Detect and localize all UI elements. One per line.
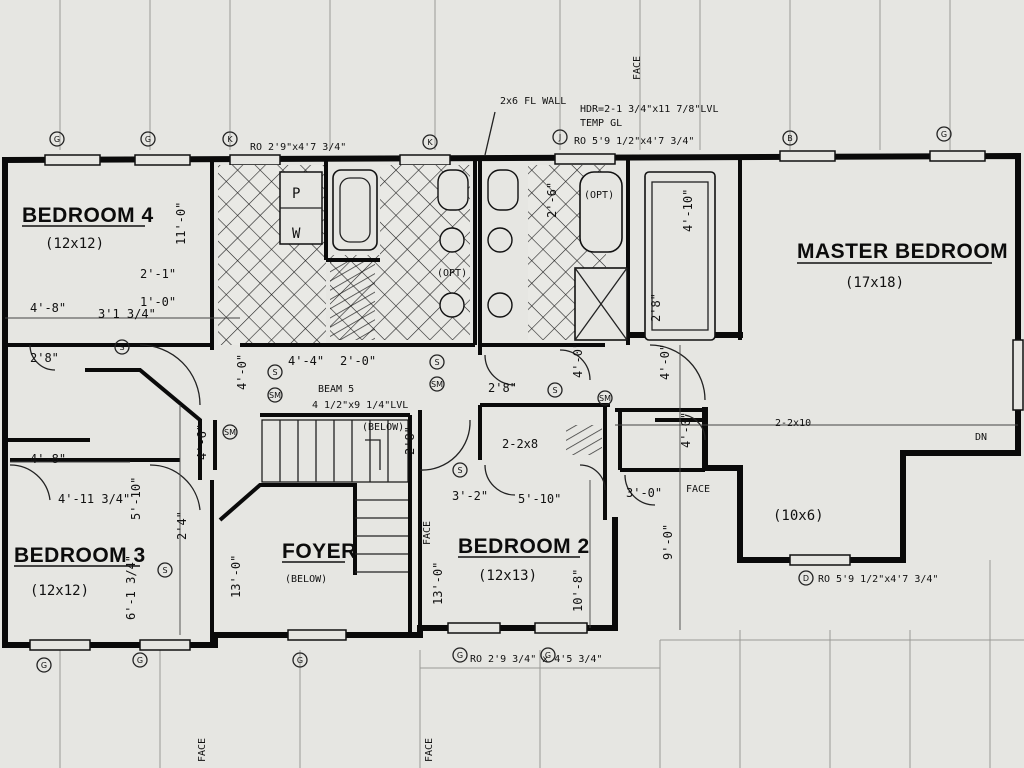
svg-text:S: S	[272, 368, 277, 377]
room-size-foyer: (BELOW)	[285, 574, 327, 585]
svg-text:S: S	[119, 343, 124, 352]
svg-text:1'-0": 1'-0"	[140, 295, 176, 309]
svg-text:4'-8": 4'-8"	[30, 452, 66, 466]
svg-text:4'-0": 4'-0"	[679, 412, 693, 448]
svg-text:5'-10": 5'-10"	[518, 492, 561, 506]
svg-text:2'-1": 2'-1"	[140, 267, 176, 281]
room-name-bedroom-4: BEDROOM 4	[22, 204, 154, 227]
staircase	[261, 419, 409, 573]
svg-text:4'-8": 4'-8"	[30, 301, 66, 315]
fixture-labels: P W (OPT) (OPT)	[292, 186, 614, 279]
svg-text:S: S	[457, 466, 462, 475]
room-name-master-bedroom: MASTER BEDROOM	[797, 240, 1008, 263]
svg-text:2'8": 2'8"	[403, 426, 417, 455]
note-face-3: FACE	[422, 521, 433, 545]
pantry-label: P	[292, 186, 300, 202]
room-name-bedroom-2: BEDROOM 2	[458, 535, 590, 558]
svg-text:G: G	[41, 661, 47, 670]
dimension-lines	[5, 317, 1018, 635]
dimension-labels: 4'-8" 3'1 3/4" 1'-0" 2'-1" 11'-0" 4'-4" …	[30, 182, 695, 620]
svg-text:D: D	[803, 574, 809, 583]
room-size-closet: (10x6)	[773, 508, 824, 524]
svg-text:K: K	[427, 138, 433, 147]
svg-text:6'-1 3/4": 6'-1 3/4"	[124, 555, 138, 620]
svg-text:4'-4": 4'-4"	[288, 354, 324, 368]
note-beam: BEAM 5	[318, 384, 354, 395]
svg-text:2'4": 2'4"	[175, 511, 189, 540]
svg-text:B: B	[787, 134, 793, 143]
note-below: (BELOW)	[362, 422, 404, 433]
room-size-bedroom-4: (12x12)	[45, 236, 104, 252]
svg-text:S: S	[552, 386, 557, 395]
interior-walls	[5, 160, 742, 645]
svg-text:4'-0": 4'-0"	[658, 344, 672, 380]
svg-text:13'-0": 13'-0"	[229, 555, 243, 598]
optional-label-1: (OPT)	[437, 268, 467, 279]
room-labels: BEDROOM 4 (12x12) BEDROOM 3 (12x12) BEDR…	[14, 204, 1008, 599]
svg-text:13'-0": 13'-0"	[431, 562, 445, 605]
note-rough-opening-top-left: RO 2'9"x4'7 3/4"	[250, 142, 346, 153]
svg-text:S: S	[434, 358, 439, 367]
svg-text:4'-0": 4'-0"	[235, 354, 249, 390]
svg-text:10'-8": 10'-8"	[571, 569, 585, 612]
svg-text:3'1 3/4": 3'1 3/4"	[98, 307, 156, 321]
svg-text:2'8": 2'8"	[488, 381, 517, 395]
svg-text:SM: SM	[224, 428, 236, 437]
svg-text:K: K	[227, 135, 233, 144]
svg-text:G: G	[457, 651, 463, 660]
svg-text:G: G	[145, 135, 151, 144]
svg-text:4'-6": 4'-6"	[195, 424, 209, 460]
svg-text:4'-10": 4'-10"	[681, 189, 695, 232]
svg-text:3'-2": 3'-2"	[452, 489, 488, 503]
svg-text:3'-0": 3'-0"	[626, 486, 662, 500]
svg-text:SM: SM	[599, 394, 611, 403]
note-rough-opening-bottom-right: RO 5'9 1/2"x4'7 3/4"	[818, 574, 938, 585]
svg-text:G: G	[545, 651, 551, 660]
room-name-bedroom-3: BEDROOM 3	[14, 544, 146, 567]
svg-text:J: J	[558, 133, 561, 142]
annotations: HDR=2-1 3/4"x11 7/8"LVL TEMP GL 2x6 FL W…	[197, 56, 987, 762]
grid-lines	[59, 0, 1024, 768]
svg-text:2'-0": 2'-0"	[340, 354, 376, 368]
svg-text:G: G	[297, 656, 303, 665]
optional-label-2: (OPT)	[584, 190, 614, 201]
note-rough-opening-bottom-mid: RO 2'9 3/4" x 4'5 3/4"	[470, 654, 602, 665]
room-size-master-bedroom: (17x18)	[845, 275, 904, 291]
svg-text:SM: SM	[269, 391, 281, 400]
svg-text:2'-6": 2'-6"	[545, 182, 559, 218]
note-face-5: FACE	[424, 738, 435, 762]
svg-text:5'-10": 5'-10"	[129, 477, 143, 520]
svg-text:11'-0": 11'-0"	[174, 202, 188, 245]
svg-text:S: S	[162, 566, 167, 575]
note-header-master: 2-2x10	[775, 418, 811, 429]
svg-text:2'8": 2'8"	[649, 293, 663, 322]
svg-text:G: G	[54, 135, 60, 144]
note-header: HDR=2-1 3/4"x11 7/8"LVL	[580, 104, 718, 115]
note-2x6-wall: 2x6 FL WALL	[500, 96, 566, 107]
door-swings	[9, 344, 706, 511]
svg-text:4'-11 3/4": 4'-11 3/4"	[58, 492, 130, 506]
svg-text:4'-0": 4'-0"	[571, 342, 585, 378]
note-face-2: FACE	[632, 56, 643, 80]
windows	[29, 150, 1024, 651]
svg-text:9'-0": 9'-0"	[661, 524, 675, 560]
room-size-bedroom-2: (12x13)	[478, 568, 537, 584]
svg-text:SM: SM	[431, 380, 443, 389]
svg-text:G: G	[137, 656, 143, 665]
note-rough-opening-top-mid: RO 5'9 1/2"x4'7 3/4"	[574, 136, 694, 147]
svg-text:G: G	[941, 130, 947, 139]
svg-text:2'8": 2'8"	[30, 351, 59, 365]
washer-label: W	[292, 226, 301, 242]
room-size-bedroom-3: (12x12)	[30, 583, 89, 599]
bath-fixtures	[279, 169, 716, 341]
note-beam-size: 4 1/2"x9 1/4"LVL	[312, 400, 408, 411]
note-face-1: FACE	[686, 484, 710, 495]
room-name-foyer: FOYER	[282, 540, 357, 563]
svg-text:2-2x8: 2-2x8	[502, 437, 538, 451]
note-temp-gl: TEMP GL	[580, 118, 622, 129]
tag-markers: G G K K J B G G G G G G D S S S S S S SM…	[36, 126, 952, 673]
note-face-4: FACE	[197, 738, 208, 762]
note-down: DN	[975, 432, 987, 443]
